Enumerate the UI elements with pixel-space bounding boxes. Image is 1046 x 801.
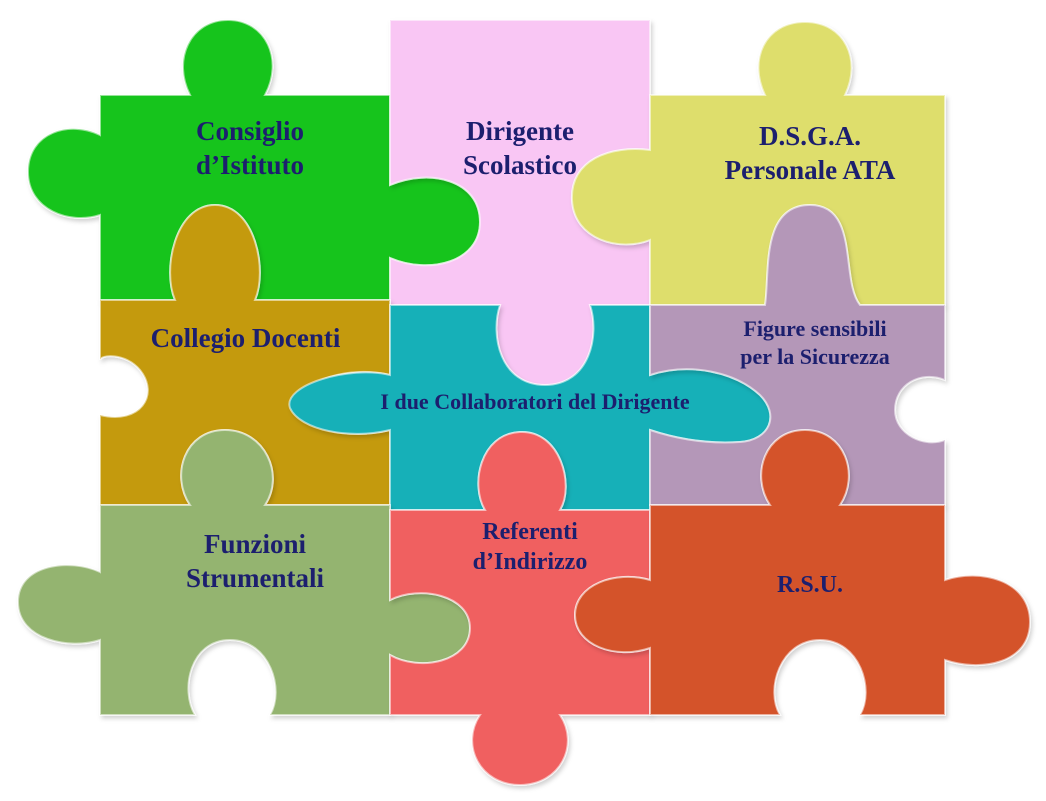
- label-figure: Figure sensibili per la Sicurezza: [695, 315, 935, 370]
- label-referenti: Referenti d’Indirizzo: [425, 517, 635, 577]
- piece-funzioni: [16, 428, 472, 716]
- label-collaboratori-line1: I due Collaboratori del Dirigente: [380, 389, 690, 414]
- piece-rsu: [573, 428, 1032, 716]
- label-dsga: D.S.G.A. Personale ATA: [680, 120, 940, 188]
- label-figure-line2: per la Sicurezza: [740, 343, 890, 369]
- label-referenti-line1: Referenti: [482, 519, 578, 545]
- label-funzioni: Funzioni Strumentali: [140, 528, 370, 596]
- label-dirigente: Dirigente Scolastico: [415, 115, 625, 183]
- label-funzioni-line2: Strumentali: [186, 562, 324, 593]
- label-collegio: Collegio Docenti: [108, 322, 383, 356]
- label-dirigente-line1: Dirigente: [466, 116, 574, 146]
- label-consiglio: Consiglio d’Istituto: [140, 115, 360, 183]
- label-consiglio-line1: Consiglio: [195, 116, 305, 146]
- label-figure-line1: Figure sensibili: [743, 316, 887, 341]
- label-referenti-line2: d’Indirizzo: [472, 549, 588, 575]
- label-rsu: R.S.U.: [740, 570, 880, 600]
- label-collegio-line1: Collegio Docenti: [150, 323, 341, 353]
- label-rsu-line1: R.S.U.: [776, 572, 843, 598]
- label-collaboratori: I due Collaboratori del Dirigente: [300, 388, 770, 416]
- label-consiglio-line2: d’Istituto: [195, 149, 304, 180]
- label-dsga-line2: Personale ATA: [724, 154, 896, 185]
- label-funzioni-line1: Funzioni: [203, 529, 307, 559]
- label-dsga-line1: D.S.G.A.: [758, 121, 861, 151]
- label-dirigente-line2: Scolastico: [463, 149, 577, 180]
